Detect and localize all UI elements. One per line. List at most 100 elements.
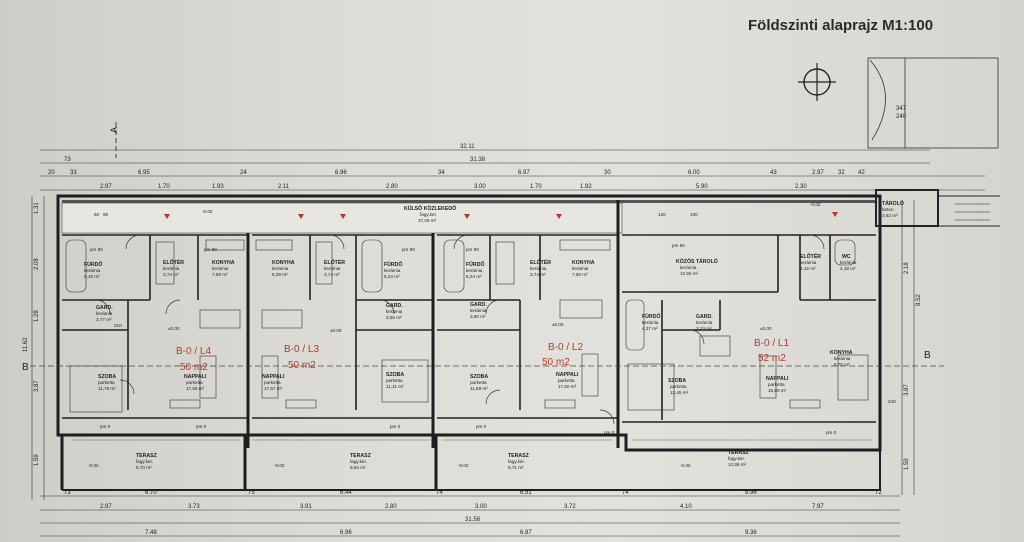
l4-room-area: 11,76 m² bbox=[98, 386, 116, 391]
dim-row3-3: 1.93 bbox=[212, 184, 224, 190]
l4-room-area: 3,77 m² bbox=[96, 317, 112, 322]
l3-unit-label: B-0 / L3 bbox=[284, 344, 319, 355]
left-dim-1: 1.31 bbox=[34, 202, 40, 214]
l4-room-name: NAPPALI bbox=[184, 374, 207, 380]
l4-room-floor: kerámia bbox=[212, 266, 229, 271]
l2-room-floor: fagy.ker. bbox=[508, 459, 525, 464]
level-l3-zero: ±0.00 bbox=[330, 328, 342, 333]
level-terrace-l2: -0.02 bbox=[458, 463, 469, 468]
level-l2-zero: ±0.00 bbox=[552, 322, 564, 327]
l4-room-floor: kerámia bbox=[163, 266, 180, 271]
l3-room-floor: fagy.ker. bbox=[350, 459, 367, 464]
dim-row1: 31.38 bbox=[470, 157, 486, 163]
l4-room-name: SZOBA bbox=[98, 374, 116, 380]
dim-small-73: 73 bbox=[64, 157, 71, 163]
l2-room-name: SZOBA bbox=[470, 374, 488, 380]
level-terrace-l4: -0.02 bbox=[88, 463, 99, 468]
annex-outline bbox=[867, 57, 999, 149]
l2-room-area: 9,71 m² bbox=[508, 465, 524, 470]
l4-room-floor: fagy.ker. bbox=[136, 459, 153, 464]
opening-90: 90 bbox=[103, 212, 109, 217]
dim-small-24: 24 bbox=[240, 170, 247, 176]
dim-row2-3: 6.97 bbox=[518, 170, 530, 176]
fixtures bbox=[65, 239, 869, 413]
dim-small-30: 30 bbox=[604, 170, 611, 176]
l3-room-name: FÜRDŐ bbox=[384, 261, 402, 268]
right-dim-4: 1.59 bbox=[904, 458, 910, 470]
section-a-label: A bbox=[109, 127, 119, 133]
l2-room-floor: parketta bbox=[558, 378, 575, 383]
l3-unit-size: 50 m2 bbox=[288, 360, 316, 371]
l4-room-area: 6,18 m² bbox=[84, 274, 100, 279]
left-dim-5: 1.59 bbox=[34, 454, 40, 466]
pm0-l2b: pm 0 bbox=[604, 430, 615, 435]
l2-room-name: FÜRDŐ bbox=[466, 261, 484, 268]
l3-room-area: 11,11 m² bbox=[386, 384, 404, 389]
l4-room-floor: parketta bbox=[186, 380, 203, 385]
l4-room-floor: parketta bbox=[98, 380, 115, 385]
dim-row2-5: 2.97 bbox=[812, 170, 824, 176]
pm90-l4: pm 90 bbox=[90, 247, 103, 252]
l1-room-floor: parketta bbox=[768, 382, 785, 387]
l2-room-area: 17,50 m² bbox=[558, 384, 577, 389]
dim-small-33: 33 bbox=[70, 170, 77, 176]
l3-room-name: GARD. bbox=[386, 303, 403, 309]
pm0-l3: pm 0 bbox=[390, 424, 401, 429]
pm0-l4: pm 0 bbox=[100, 424, 111, 429]
bottom-dimension-lines bbox=[40, 495, 900, 537]
l4-room-name: KONYHA bbox=[212, 260, 235, 266]
corridor-name: KÜLSŐ KÖZLEKEDŐ bbox=[404, 205, 456, 212]
l3-room-area: 3,55 m² bbox=[386, 315, 402, 320]
section-b-left: B bbox=[22, 362, 29, 373]
opening-210: 210 bbox=[114, 323, 122, 328]
level-corridor-right: -0.02 bbox=[810, 202, 821, 207]
l3-room-floor: kerámia bbox=[272, 266, 289, 271]
level-l1-zero: ±0.00 bbox=[760, 326, 772, 331]
bdim-small-1: 73 bbox=[64, 490, 71, 496]
l4-room-floor: kerámia bbox=[84, 268, 101, 273]
dim-small-34: 34 bbox=[438, 170, 445, 176]
plan-title: Földszinti alaprajz M1:100 bbox=[748, 17, 933, 34]
l3-room-area: 3,74 m² bbox=[324, 272, 340, 277]
bdim-row3: 31.58 bbox=[465, 517, 481, 523]
unit-l1: KÖZÖS TÁROLÓ kerámia 12,55 m² FÜRDŐ kerá… bbox=[642, 252, 857, 467]
l1-room-name: SZOBA bbox=[668, 378, 686, 384]
unit-l4: FÜRDŐ kerámia 6,18 m² ELŐTÉR kerámia 3,7… bbox=[84, 258, 235, 470]
unit-l3: KONYHA kerámia 8,29 m² ELŐTÉR kerámia 3,… bbox=[262, 258, 404, 470]
l3-room-name: KONYHA bbox=[272, 260, 295, 266]
right-dim-3: 3.87 bbox=[904, 384, 910, 396]
l1-room-floor: kerámia bbox=[696, 320, 713, 325]
storage-name: TÁROLÓ bbox=[882, 199, 904, 207]
dim-row3-5: 2.80 bbox=[386, 184, 398, 190]
dim-overall: 32.11 bbox=[460, 144, 475, 150]
l4-room-area: 7,58 m² bbox=[212, 272, 228, 277]
bdim-row1-1: 6.70 bbox=[145, 490, 157, 496]
bdim-small-3: 74 bbox=[436, 490, 443, 496]
l2-room-area: 3,74 m² bbox=[530, 272, 546, 277]
l1-room-area: 2,18 m² bbox=[840, 266, 856, 271]
l1-room-name: KONYHA bbox=[830, 350, 853, 356]
l1-room-area: 12,55 m² bbox=[680, 271, 699, 276]
annex-dim-240: 240 bbox=[896, 114, 907, 120]
l3-room-floor: kerámia bbox=[386, 309, 403, 314]
l3-room-area: 8,29 m² bbox=[272, 272, 288, 277]
l3-room-area: 9,64 m² bbox=[350, 465, 366, 470]
l3-room-floor: kerámia bbox=[384, 268, 401, 273]
dim-row3-1: 2.97 bbox=[100, 184, 112, 190]
l1-room-area: 12,99 m² bbox=[728, 462, 747, 467]
unit-l2: FÜRDŐ kerámia 6,24 m² ELŐTÉR kerámia 3,7… bbox=[466, 258, 595, 470]
bdim-row2-3: 3.91 bbox=[300, 504, 312, 510]
l3-room-name: ELŐTÉR bbox=[324, 258, 345, 266]
opening-60: 60 bbox=[94, 212, 100, 217]
pm90-l3: pm 90 bbox=[402, 247, 415, 252]
bdim-row2-5: 3.00 bbox=[475, 504, 487, 510]
bdim-row4-1: 7.48 bbox=[145, 530, 157, 536]
l4-unit-label: B-0 / L4 bbox=[176, 346, 211, 357]
bdim-row2-1: 2.97 bbox=[100, 504, 112, 510]
l3-room-name: SZOBA bbox=[386, 372, 404, 378]
l2-unit-label: B-0 / L2 bbox=[548, 342, 583, 353]
l1-room-area: 4,12 m² bbox=[800, 266, 816, 271]
dim-row2-1: 6.95 bbox=[138, 170, 150, 176]
door-swings bbox=[95, 234, 825, 425]
